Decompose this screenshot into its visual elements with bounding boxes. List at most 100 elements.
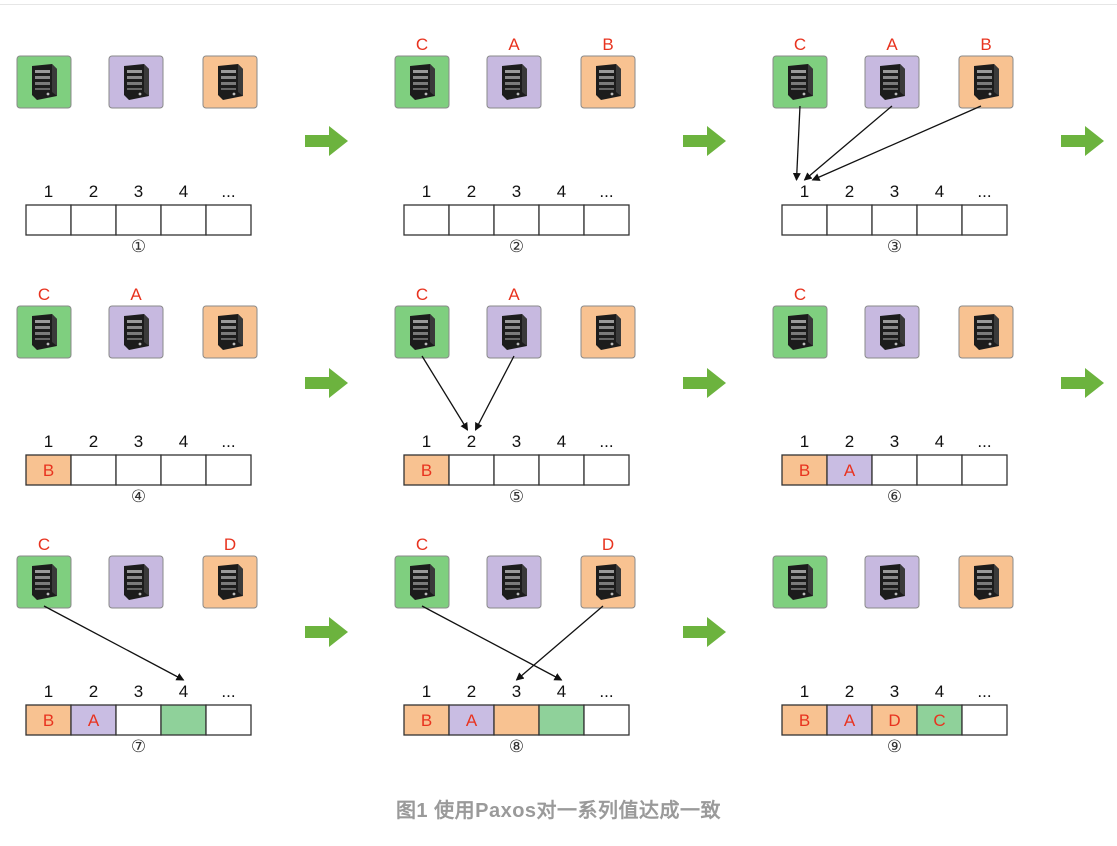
server-1: C (772, 35, 828, 109)
server-1: C (394, 35, 450, 109)
log-cell (493, 204, 540, 236)
slot-number: 2 (467, 182, 476, 201)
server-2 (108, 55, 164, 109)
slot-number: 3 (512, 182, 521, 201)
step-number: ⑧ (509, 737, 524, 757)
slot-number: ... (599, 432, 613, 451)
proposal-line (474, 355, 515, 431)
server-icon (32, 314, 57, 350)
slot-number: 3 (890, 432, 899, 451)
log-cell-value: A (844, 711, 856, 730)
slot-number: 2 (845, 682, 854, 701)
log-cell (961, 204, 1008, 236)
slot-number: 2 (845, 182, 854, 201)
log-cell-value: B (799, 461, 810, 480)
slot-number: 4 (935, 682, 944, 701)
slot-number: 3 (134, 432, 143, 451)
log-cell-value: B (43, 711, 54, 730)
log-cell-value: B (421, 461, 432, 480)
slot-number: 1 (44, 432, 53, 451)
log-cell (961, 454, 1008, 486)
server-3: B (958, 35, 1014, 109)
server-icon (502, 564, 527, 600)
log-cell (70, 454, 117, 486)
slot-number: 4 (557, 182, 566, 201)
slot-number: 4 (179, 432, 188, 451)
server-icon (596, 564, 621, 600)
slot-number: 3 (890, 682, 899, 701)
next-step-arrow-icon (683, 126, 726, 156)
step-number: ② (509, 237, 524, 257)
slot-number: 3 (890, 182, 899, 201)
server-icon (32, 64, 57, 100)
slot-number: 3 (512, 682, 521, 701)
slot-number: 2 (845, 432, 854, 451)
server-3 (958, 555, 1014, 609)
log-cell (115, 704, 162, 736)
server-value-label: A (886, 35, 898, 54)
server-icon (124, 64, 149, 100)
slot-number: ... (221, 682, 235, 701)
server-1 (16, 55, 72, 109)
slot-number: 1 (422, 182, 431, 201)
server-icon (596, 314, 621, 350)
server-2: A (108, 285, 164, 359)
log-cell-value: A (466, 711, 478, 730)
next-step-arrow-icon (305, 617, 348, 647)
log-cell (538, 704, 585, 736)
server-2: A (864, 35, 920, 109)
log-cell (70, 704, 117, 736)
server-value-label: A (508, 35, 520, 54)
slot-number: ... (599, 682, 613, 701)
slot-number: 1 (800, 182, 809, 201)
slot-number: 4 (557, 432, 566, 451)
proposal-line (421, 605, 563, 681)
log-cell (493, 454, 540, 486)
server-1: C (394, 535, 450, 609)
server-value-label: B (980, 35, 991, 54)
log-cell (205, 704, 252, 736)
slot-number: 3 (134, 682, 143, 701)
server-icon (410, 564, 435, 600)
log-cell-value: B (421, 711, 432, 730)
server-icon (32, 564, 57, 600)
log-cell (916, 454, 963, 486)
slot-number: 4 (179, 682, 188, 701)
next-step-arrow-icon (683, 368, 726, 398)
log-cell (781, 454, 828, 486)
slot-number: 4 (179, 182, 188, 201)
log-cell-value: B (799, 711, 810, 730)
slot-number: 2 (467, 682, 476, 701)
step-number: ① (131, 237, 146, 257)
server-icon (974, 564, 999, 600)
next-step-arrow-icon (305, 368, 348, 398)
log-cell (916, 204, 963, 236)
log-cell (583, 454, 630, 486)
server-value-label: C (794, 285, 806, 304)
server-value-label: C (38, 535, 50, 554)
log-cell (871, 204, 918, 236)
log-cell (538, 454, 585, 486)
top-divider (0, 0, 1117, 5)
server-1 (772, 555, 828, 609)
server-2 (108, 555, 164, 609)
server-1: C (772, 285, 828, 359)
slot-number: ... (599, 182, 613, 201)
slot-number: ... (221, 182, 235, 201)
slot-number: ... (221, 432, 235, 451)
log-cell (403, 704, 450, 736)
server-3 (202, 305, 258, 359)
log-cell-value: C (933, 711, 945, 730)
slot-number: 1 (44, 182, 53, 201)
server-icon (974, 64, 999, 100)
server-icon (880, 314, 905, 350)
log-cell (115, 204, 162, 236)
server-value-label: C (416, 285, 428, 304)
server-icon (788, 564, 813, 600)
